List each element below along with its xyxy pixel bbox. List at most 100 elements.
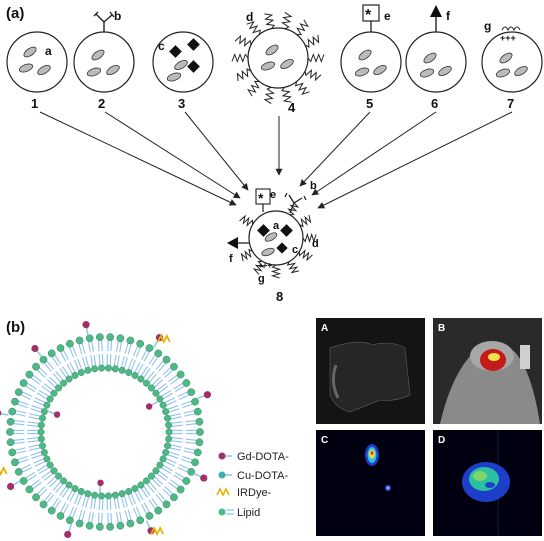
peg-chain: [264, 13, 276, 30]
lipid-head: [176, 485, 185, 494]
lipid-head: [176, 370, 185, 379]
letter-g: g: [484, 19, 491, 33]
lipid-head: [148, 384, 155, 392]
letter-8-a: a: [273, 220, 280, 232]
arrow-ligand-icon: [430, 5, 442, 32]
lipid-head: [142, 477, 150, 485]
legend-label-lipid: Lipid: [237, 507, 260, 519]
liposome-number-7: 7: [507, 96, 514, 111]
legend-cu-dota: Cu-DOTA-: [218, 470, 288, 482]
peg-chain: [239, 214, 254, 227]
lipid-head: [193, 448, 202, 457]
gd-dota-marker: [200, 474, 208, 482]
gd-dota-marker: [64, 530, 72, 539]
liposome-number-6: 6: [431, 96, 438, 111]
lipid-head: [8, 448, 17, 457]
lipid-head: [77, 488, 85, 495]
lipid-head: [60, 379, 68, 387]
lipid-head: [159, 401, 167, 409]
peg-chain: [270, 264, 282, 279]
lipid-head: [77, 369, 85, 376]
liposome-number-5: 5: [366, 96, 373, 111]
peg-chains: [239, 201, 317, 279]
antibody-icon: [284, 192, 307, 214]
letter-8-c: c: [292, 244, 298, 256]
lipid-head: [91, 365, 99, 373]
svg-text:+++: +++: [258, 261, 272, 270]
legend-label-gd: Gd-DOTA-: [237, 451, 289, 463]
lipid-head: [164, 414, 171, 422]
peg-chain: [280, 86, 292, 103]
gd-dota-marker: [82, 321, 90, 329]
lipid-head: [98, 492, 105, 500]
peg-chain: [299, 214, 312, 228]
letter-8-d: d: [312, 238, 319, 250]
panel-a-label: (a): [6, 5, 24, 22]
lipid-head: [111, 491, 119, 499]
lipid-head: [162, 355, 171, 364]
lipid-head: [75, 519, 84, 528]
lipid-head: [162, 500, 171, 509]
lipid-head: [56, 344, 65, 352]
peg-chain: [287, 201, 300, 216]
lipid-head: [118, 366, 126, 374]
legend-gd-dota: Gd-DOTA-: [218, 451, 289, 463]
svg-text:*: *: [258, 190, 264, 206]
arrow-ligand-icon: [227, 237, 250, 249]
lipid-head: [154, 349, 163, 358]
peg-chain: [298, 249, 313, 262]
liposome-5: * e 5: [340, 4, 402, 111]
lipid-head: [159, 455, 167, 463]
lipid-head: [170, 493, 178, 502]
lipid-head: [14, 388, 23, 396]
lipid-head: [91, 491, 99, 499]
image-panel-C: C: [316, 430, 425, 536]
lipid-head: [118, 490, 126, 498]
liposome-number-8: 8: [276, 289, 283, 304]
image-panel-D: D: [433, 430, 542, 536]
lipid-head: [156, 461, 164, 469]
lipid-head: [96, 523, 104, 531]
irdye-marker: [156, 333, 171, 344]
lipid-head: [85, 334, 94, 343]
lipid-head: [43, 455, 51, 463]
image-label-B: B: [438, 323, 445, 334]
liposome-number-2: 2: [98, 96, 105, 111]
lipid-head: [116, 521, 125, 530]
lipid-head: [40, 408, 48, 416]
legend: Gd-DOTA- Cu-DOTA- IRDye- Lipid: [216, 451, 289, 519]
lipid-head: [40, 448, 48, 456]
panel-b: (b) Gd-DOTA- Cu-DOTA- IRDye- Lipid: [0, 318, 542, 539]
peg-chain: [296, 19, 309, 36]
lipid-head: [165, 421, 173, 429]
charged-tail-icon: +++: [258, 261, 272, 270]
lipid-head: [148, 472, 155, 480]
image-label-D: D: [438, 435, 445, 446]
liposome-6: f 6: [405, 5, 467, 111]
lipid-head: [71, 485, 79, 492]
legend-irdye: IRDye-: [216, 487, 272, 499]
legend-lipid: Lipid: [218, 507, 260, 519]
lipid-head: [145, 512, 154, 520]
lipid-head: [156, 395, 164, 403]
image-panel-A: A: [316, 318, 425, 424]
lipid-head: [39, 500, 48, 509]
lipid-head: [6, 428, 14, 436]
lipid-head: [84, 366, 92, 374]
lipid-head: [105, 492, 112, 500]
gd-linker: [0, 412, 9, 416]
peg-chain: [236, 68, 252, 82]
lipid-head: [84, 490, 92, 498]
lipid-head: [65, 481, 73, 489]
lipid-head: [46, 395, 54, 403]
peg-chain: [234, 34, 252, 48]
lipid-head: [37, 421, 45, 429]
lipid-head: [170, 362, 178, 371]
liposome-1: a 1: [6, 31, 68, 111]
liposome-8-multifunctional: * +++ e b a c d f g 8: [227, 180, 319, 304]
lipid-head: [182, 477, 191, 485]
letter-b: b: [114, 9, 121, 23]
lipid-head: [125, 369, 133, 376]
letter-e: e: [384, 9, 391, 23]
